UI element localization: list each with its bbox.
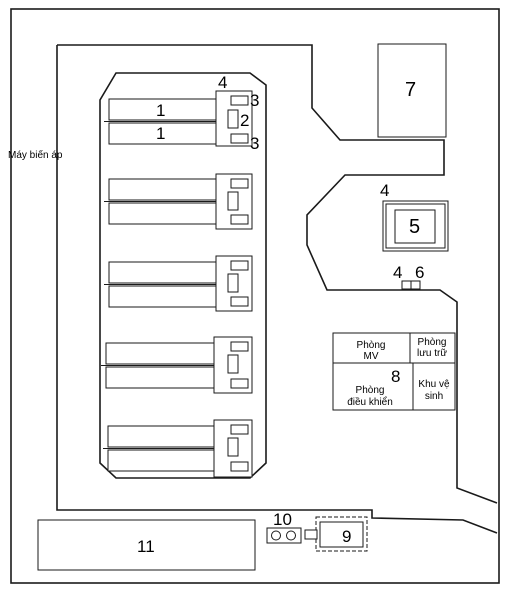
wc-label-2: sinh xyxy=(425,391,443,402)
storage-room-label-1: Phòng xyxy=(418,337,447,348)
control-room-label-2: điều khiển xyxy=(347,396,393,408)
marker-6: 6 xyxy=(415,263,424,282)
marker-5: 5 xyxy=(409,216,420,238)
item-10 xyxy=(266,527,302,544)
outer-frame xyxy=(10,8,500,584)
battery-row-5 xyxy=(103,419,253,478)
marker-10: 10 xyxy=(273,510,292,529)
transformer-label: Máy biến áp xyxy=(8,149,63,161)
control-room-label-1: Phòng xyxy=(356,385,385,396)
marker-3a: 3 xyxy=(250,91,259,110)
building-5-inner-frame xyxy=(385,203,446,249)
marker-11: 11 xyxy=(137,537,155,556)
marker-4c: 4 xyxy=(393,263,402,282)
marker-4b: 4 xyxy=(380,181,389,200)
battery-row-1 xyxy=(104,90,253,147)
inner-road xyxy=(99,72,267,479)
mv-room-label-1: Phòng xyxy=(357,340,386,351)
building-8 xyxy=(332,332,456,411)
marker-1b: 1 xyxy=(156,124,165,143)
marker-7: 7 xyxy=(405,79,416,101)
battery-row-2 xyxy=(104,173,253,230)
marker-1a: 1 xyxy=(156,101,165,120)
marker-9: 9 xyxy=(342,527,351,546)
building-11 xyxy=(37,519,256,571)
storage-room-label-2: lưu trữ xyxy=(417,348,447,359)
marker-3b: 3 xyxy=(250,134,259,153)
battery-row-3 xyxy=(104,255,253,312)
wc-label-1: Khu vệ xyxy=(418,379,450,390)
building-7 xyxy=(377,43,447,138)
site-boundary xyxy=(56,44,498,534)
mv-room-label-2: MV xyxy=(364,351,379,362)
marker-4a: 4 xyxy=(218,73,227,92)
marker-8: 8 xyxy=(391,367,400,386)
marker-2: 2 xyxy=(240,111,249,130)
battery-row-4 xyxy=(101,336,253,394)
building-5-core xyxy=(394,209,436,244)
item-9 xyxy=(319,521,364,548)
